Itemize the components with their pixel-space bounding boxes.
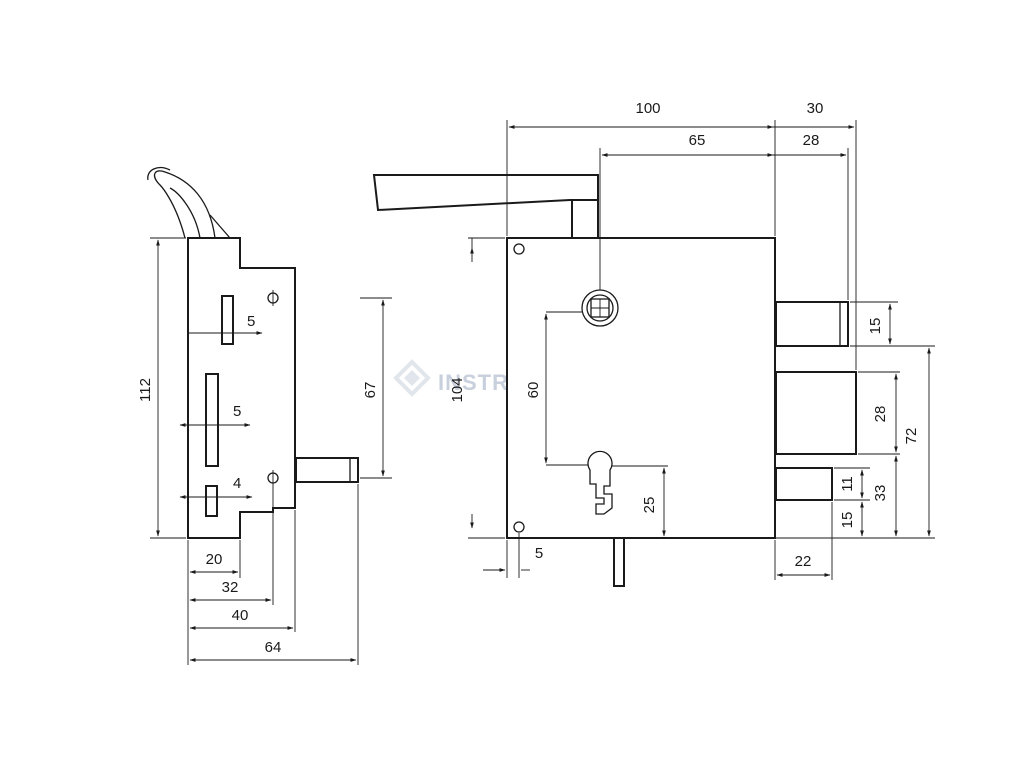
dim-67-label: 67 [362, 382, 379, 399]
dim-40-label: 40 [232, 607, 249, 624]
dim-72-label: 72 [903, 428, 920, 445]
dim-15-top-label: 15 [867, 318, 884, 335]
slot-bottom [205, 485, 218, 517]
front-pin [613, 537, 625, 587]
dim-11-label: 11 [839, 476, 856, 492]
front-bolt-top [775, 301, 849, 347]
dim-slot1-label: 5 [247, 313, 255, 330]
dim-5-label: 5 [535, 545, 543, 562]
front-hole-bottom [513, 521, 525, 533]
dim-25-label: 25 [641, 497, 658, 514]
front-bolt-bottom [775, 467, 833, 501]
side-handle [147, 166, 231, 239]
dim-28-top-label: 28 [803, 132, 820, 149]
side-body [187, 237, 296, 539]
dim-slot2-label: 5 [233, 403, 241, 420]
dim-slot3-label: 4 [233, 475, 241, 492]
front-hole-top [513, 243, 525, 255]
dim-65-label: 65 [689, 132, 706, 149]
dim-64-label: 64 [265, 639, 282, 656]
front-latch [775, 371, 857, 455]
front-handle-shank [571, 199, 599, 239]
dim-104-label: 104 [449, 377, 466, 402]
dim-60-label: 60 [525, 382, 542, 399]
side-view: 112 5 5 4 67 20 32 40 64 [137, 166, 392, 665]
side-bolt [295, 457, 359, 483]
dim-30-label: 30 [807, 100, 824, 117]
dim-112-label: 112 [137, 378, 154, 402]
watermark-logo-icon [393, 359, 431, 397]
dim-20-label: 20 [206, 551, 223, 568]
handle-spindle [581, 289, 619, 327]
slot-middle [205, 373, 219, 467]
dim-32-label: 32 [222, 579, 239, 596]
front-body [506, 237, 776, 539]
slot-top [221, 295, 234, 345]
front-view: 100 65 30 28 104 60 25 5 [372, 100, 935, 587]
dim-22-label: 22 [795, 553, 812, 570]
front-handle-lever [372, 174, 599, 212]
dim-33-label: 33 [872, 485, 889, 502]
dim-15-bottom-label: 15 [839, 512, 856, 529]
dim-100-label: 100 [635, 100, 660, 117]
dim-28-right-label: 28 [872, 406, 889, 423]
keyhole-icon [587, 450, 613, 515]
